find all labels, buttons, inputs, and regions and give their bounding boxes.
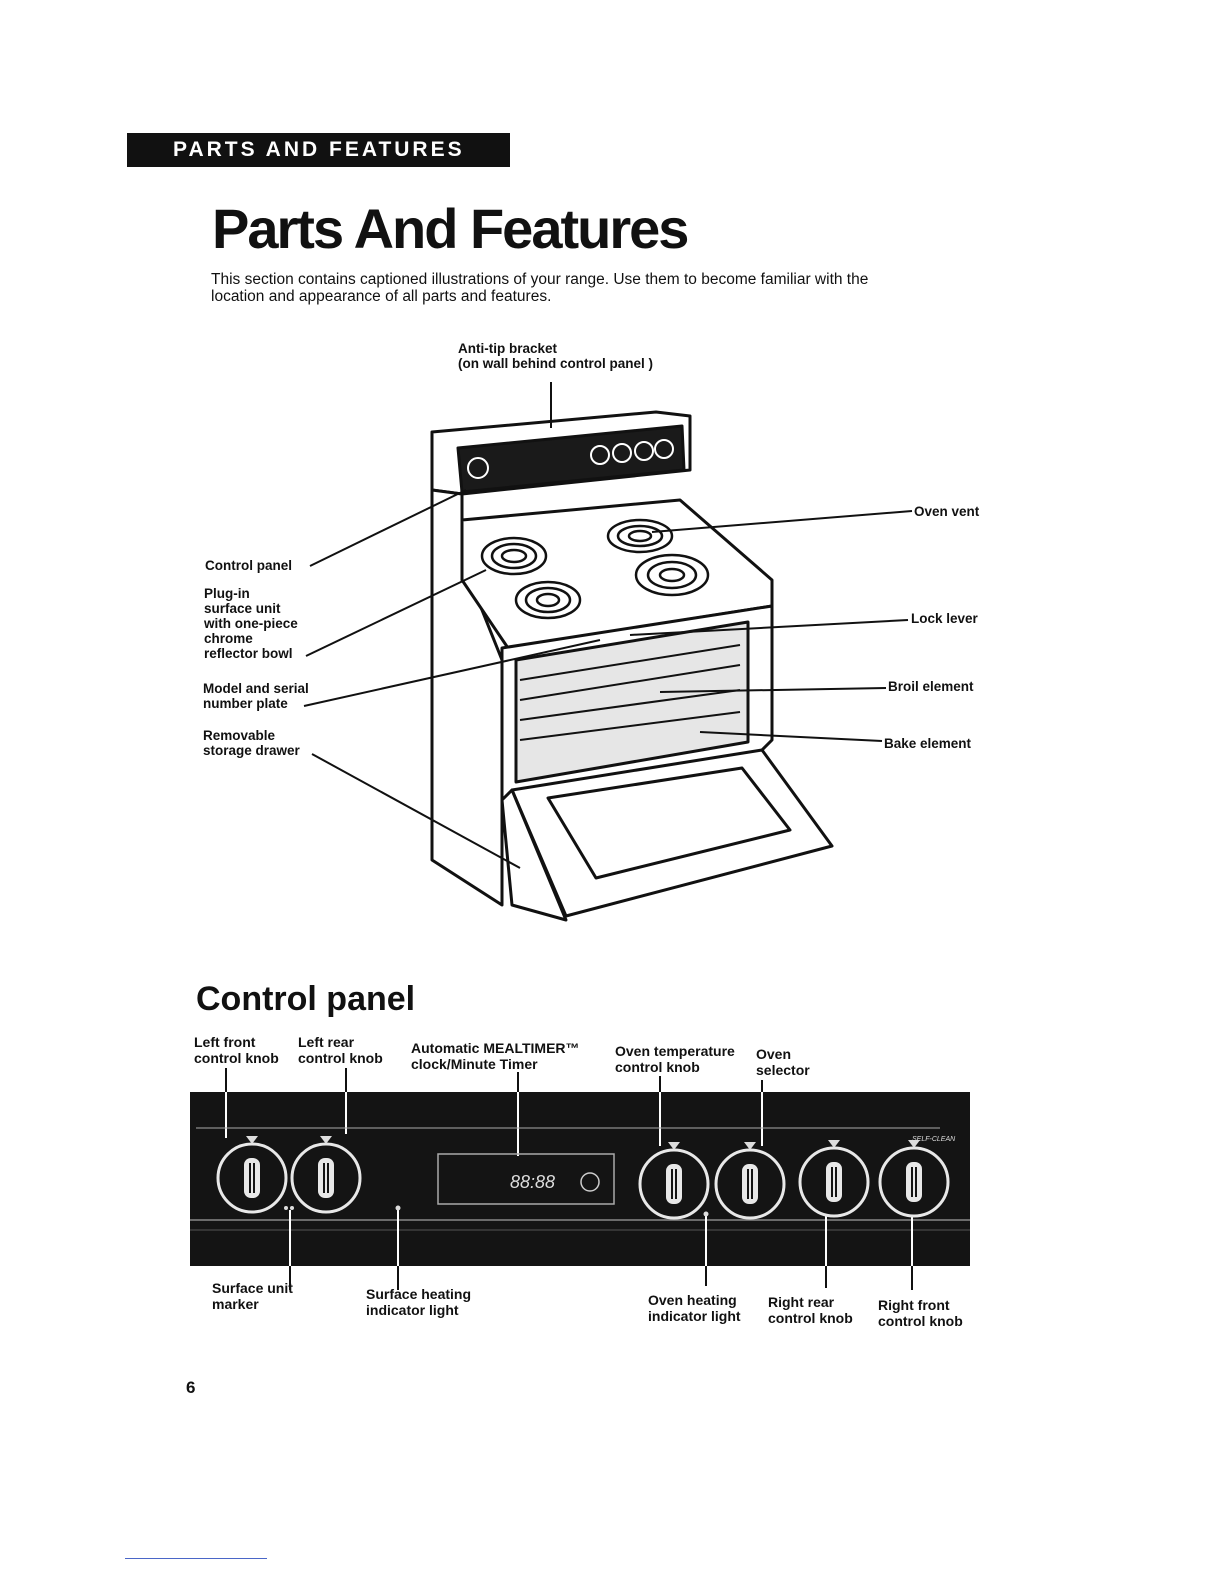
label-text: Automatic MEALTIMER™ <box>411 1040 580 1056</box>
label-oven-selector: Oven selector <box>756 1046 810 1078</box>
label-mealtimer-clock: Automatic MEALTIMER™ clock/Minute Timer <box>411 1040 580 1072</box>
label-text: Model and serial <box>203 681 309 696</box>
storage-drawer <box>500 788 568 922</box>
label-model-serial-plate: Model and serial number plate <box>203 681 309 711</box>
label-text: control knob <box>878 1313 963 1329</box>
label-right-front-knob: Right front control knob <box>878 1297 963 1329</box>
control-panel-face <box>456 424 686 494</box>
label-text: Left front <box>194 1034 256 1050</box>
footer-rule <box>125 1558 267 1559</box>
label-text: Surface unit <box>212 1280 293 1296</box>
label-text: Surface heating <box>366 1286 472 1302</box>
label-text: Anti-tip bracket <box>458 341 558 356</box>
page-title: Parts And Features <box>212 197 689 260</box>
oven-door-window <box>546 766 792 880</box>
label-text: with one-piece <box>204 616 298 631</box>
label-text: indicator light <box>366 1302 459 1318</box>
clock-display-digits: 88:88 <box>510 1172 555 1192</box>
label-surface-unit-marker: Surface unit marker <box>212 1280 293 1312</box>
label-text: Right rear <box>768 1294 835 1310</box>
label-right-rear-knob: Right rear control knob <box>768 1294 853 1326</box>
label-oven-vent: Oven vent <box>914 504 980 519</box>
label-text: surface unit <box>204 601 281 616</box>
label-oven-heating-light: Oven heating indicator light <box>648 1292 741 1324</box>
label-text: clock/Minute Timer <box>411 1056 538 1072</box>
label-storage-drawer: Removable storage drawer <box>203 728 300 758</box>
label-lock-lever: Lock lever <box>911 611 978 626</box>
label-text: control knob <box>298 1050 383 1066</box>
label-text: control knob <box>194 1050 279 1066</box>
label-text: selector <box>756 1062 810 1078</box>
clock-display <box>437 1153 615 1205</box>
label-plug-in-surface-unit: Plug-in surface unit with one-piece chro… <box>204 586 298 661</box>
label-text: Oven <box>756 1046 792 1062</box>
section-header-bar: PARTS AND FEATURES <box>127 133 510 167</box>
control-panel-illustration: SELF-CLEAN 88:88 <box>190 1068 970 1290</box>
label-control-panel: Control panel <box>205 558 292 573</box>
label-text: chrome <box>204 631 253 646</box>
label-left-rear-knob: Left rear control knob <box>298 1034 383 1066</box>
label-text: indicator light <box>648 1308 741 1324</box>
intro-paragraph: This section contains captioned illustra… <box>211 271 971 305</box>
label-text: Removable <box>203 728 276 743</box>
callout-lines <box>303 382 913 869</box>
label-anti-tip-bracket: Anti-tip bracket (on wall behind control… <box>458 341 653 371</box>
label-text: control knob <box>768 1310 853 1326</box>
label-oven-temperature-knob: Oven temperature control knob <box>615 1043 735 1075</box>
label-text: Left rear <box>298 1034 355 1050</box>
label-text: marker <box>212 1296 259 1312</box>
label-bake-element: Bake element <box>884 736 972 751</box>
page-number: 6 <box>186 1378 196 1397</box>
label-text: storage drawer <box>203 743 300 758</box>
label-text: Plug-in <box>204 586 250 601</box>
label-surface-heating-light: Surface heating indicator light <box>366 1286 471 1318</box>
label-text: number plate <box>203 696 288 711</box>
label-broil-element: Broil element <box>888 679 974 694</box>
label-text: (on wall behind control panel ) <box>458 356 653 371</box>
label-text: Right front <box>878 1297 950 1313</box>
surface-units <box>480 518 710 620</box>
control-panel-heading: Control panel <box>196 980 416 1018</box>
label-left-front-knob: Left front control knob <box>194 1034 279 1066</box>
self-clean-text: SELF-CLEAN <box>912 1136 956 1143</box>
label-text: Oven heating <box>648 1292 737 1308</box>
intro-line: location and appearance of all parts and… <box>211 288 552 305</box>
label-text: reflector bowl <box>204 646 293 661</box>
intro-line: This section contains captioned illustra… <box>211 271 869 288</box>
label-text: Oven temperature <box>615 1043 735 1059</box>
section-header-label: PARTS AND FEATURES <box>173 138 465 161</box>
oven-cavity <box>514 620 750 784</box>
range-illustration <box>303 382 913 922</box>
label-text: control knob <box>615 1059 700 1075</box>
